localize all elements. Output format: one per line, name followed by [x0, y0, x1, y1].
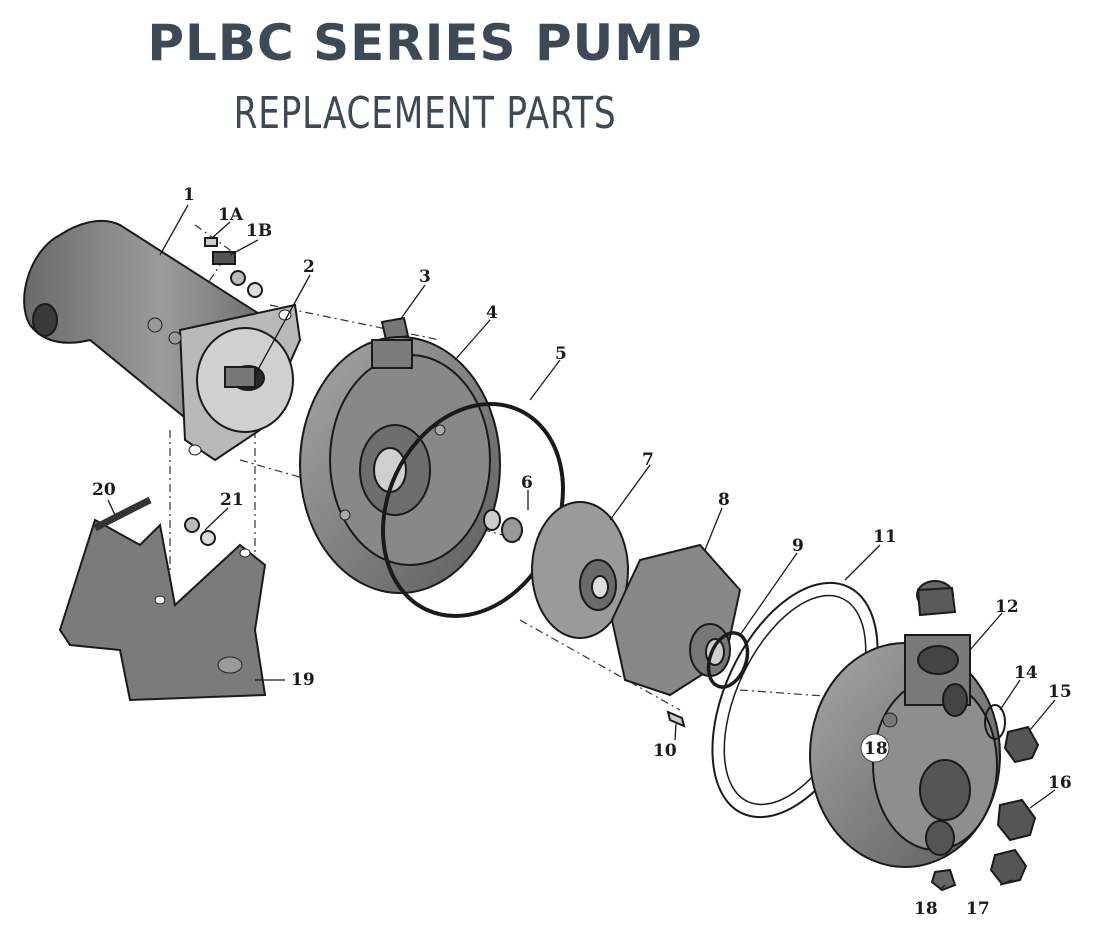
part-priming-plug	[380, 316, 410, 342]
part-fitting-16	[996, 798, 1037, 842]
label-part-18-drain: 18	[914, 899, 938, 919]
label-part-11: 11	[873, 527, 897, 547]
label-part-3: 3	[419, 267, 431, 287]
label-part-8: 8	[718, 490, 730, 510]
label-part-12: 12	[995, 597, 1019, 617]
label-part-17: 17	[966, 899, 990, 919]
label-part-15: 15	[1048, 682, 1072, 702]
part-base	[58, 518, 267, 702]
svg-text:18: 18	[864, 739, 888, 759]
part-pump-body	[809, 580, 1001, 868]
label-part-1b: 1B	[246, 221, 272, 241]
part-bolt	[666, 710, 686, 728]
label-part-21: 21	[220, 490, 244, 510]
part-o-ring-14	[984, 704, 1006, 740]
label-part-2: 2	[303, 257, 315, 277]
part-mechanical-seal	[483, 509, 523, 543]
part-small-o-ring	[706, 631, 750, 689]
assembly-centerlines	[169, 224, 881, 711]
page-title: PLBC SERIES PUMP	[147, 14, 703, 72]
part-drain-plug-18	[930, 868, 957, 892]
part-motor-pad	[93, 496, 152, 532]
label-part-5: 5	[555, 344, 567, 364]
label-part-7: 7	[642, 450, 654, 470]
part-plug-17	[989, 848, 1028, 886]
part-1a-1b-hardware	[204, 237, 263, 298]
part-motor	[23, 219, 302, 462]
leader-lines	[107, 204, 1056, 891]
part-diffuser	[610, 543, 742, 697]
label-part-19: 19	[291, 670, 315, 690]
label-part-10: 10	[653, 741, 677, 761]
page-subtitle: REPLACEMENT PARTS	[233, 88, 617, 139]
part-plug-15	[1003, 725, 1040, 764]
label-part-16: 16	[1048, 773, 1072, 793]
part-nut-washer	[184, 517, 216, 546]
part-impeller	[531, 501, 629, 639]
label-part-14: 14	[1014, 663, 1038, 683]
label-part-18-body: 18	[860, 733, 890, 763]
label-part-1: 1	[183, 185, 195, 205]
label-part-6: 6	[521, 473, 533, 493]
label-part-4: 4	[486, 303, 498, 323]
label-part-9: 9	[792, 536, 804, 556]
label-part-1a: 1A	[218, 205, 244, 225]
label-part-20: 20	[92, 480, 116, 500]
